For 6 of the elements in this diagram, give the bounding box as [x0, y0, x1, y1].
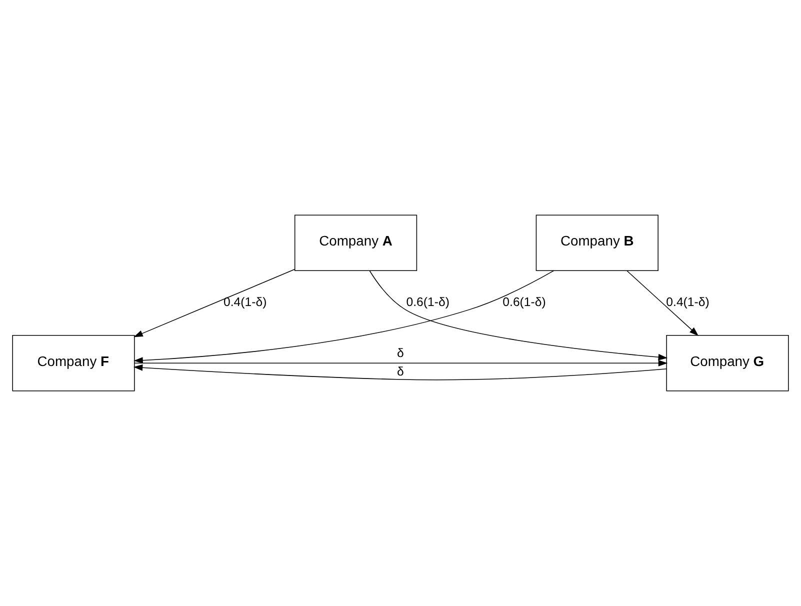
edge-label: 0.4(1-δ) — [224, 294, 267, 309]
edge-label: δ — [397, 346, 404, 360]
edge-label: 0.4(1-δ) — [666, 294, 710, 309]
edge-label: δ — [397, 364, 404, 378]
edge-label: 0.6(1-δ) — [406, 294, 450, 309]
edge-label: 0.6(1-δ) — [502, 294, 546, 309]
